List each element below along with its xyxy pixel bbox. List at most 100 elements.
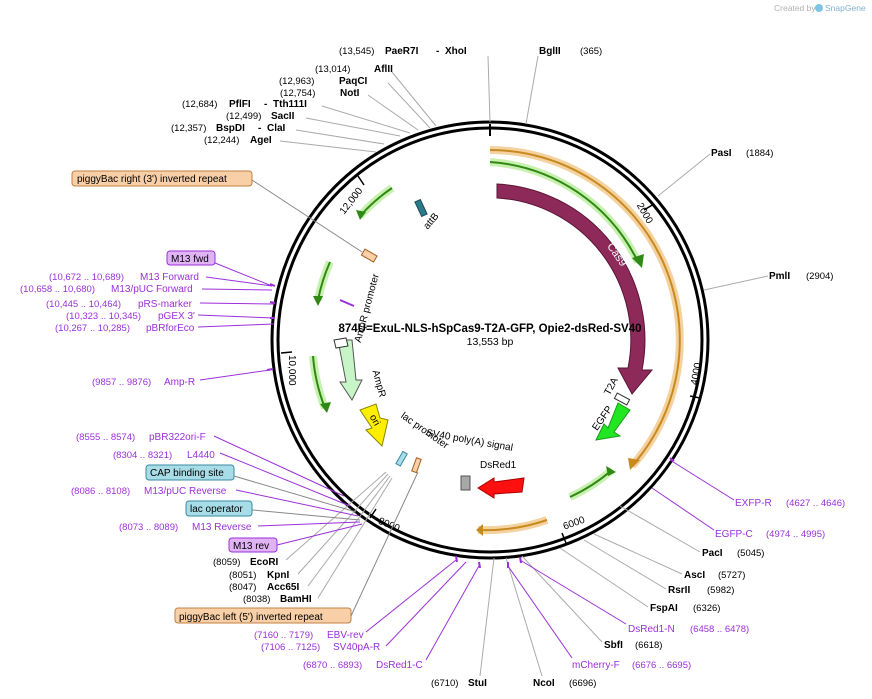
piggybac-left-box[interactable]: piggyBac left (5') inverted repeat [174,471,419,624]
primer-dsred1-c[interactable]: (6870 .. 6893) DsRed1-C [303,563,481,671]
enzyme-ncoi[interactable]: NcoI (6696) [505,557,596,689]
primer-leader-line [365,559,457,633]
enzyme-aflii[interactable]: (13,014) AflII [315,64,437,127]
primer-exfp-r[interactable]: EXFP-R (4627 .. 4646) [669,459,845,509]
enzyme-paci[interactable]: PacI (5045) [619,505,764,559]
primer-prs-marker[interactable]: (10,445 .. 10,464) pRS-marker [46,299,275,310]
primer-mcherry-f[interactable]: mCherry-F (6676 .. 6695) [507,565,691,671]
enzyme-name: PflFI [229,99,251,110]
enzyme-pflfi[interactable]: (12,684) PflFI - Tth111I [182,99,411,134]
enzyme-sbfi[interactable]: SbfI (6618) [521,555,662,651]
site-mark [266,368,274,371]
primer-pbr322ori-f[interactable]: (8555 .. 8574) pBR322ori-F [76,432,345,497]
site-mark [669,457,675,462]
enzyme-separator: - [436,46,439,57]
primer-pbrforeco[interactable]: (10,267 .. 10,285) pBRforEco [55,323,275,334]
ampr-promoter-feature[interactable] [333,337,349,349]
primer-m13-reverse[interactable]: (8073 .. 8089) M13 Reverse [119,521,361,533]
box-leader-line [214,262,273,287]
primer-site-mark [339,299,355,307]
enzyme-pos: (1884) [746,148,773,159]
enzyme-pos: (12,963) [279,76,314,87]
enzyme-agei[interactable]: (12,244) AgeI [204,135,377,153]
feature-orange-arc-bottom-stroke [477,519,548,532]
piggybac-right-box[interactable]: piggyBac right (3') inverted repeat [71,170,363,253]
enzyme-ecori[interactable]: (8059) EcoRI [213,471,387,568]
m13-rev-box[interactable]: M13 rev [228,523,363,553]
enzyme-bspdi[interactable]: (12,357) BspDI - ClaI [171,123,385,145]
lac-operator-box[interactable]: lac operator [185,500,361,521]
feature-orange-arc-right-stroke [489,149,681,467]
cap-site-box[interactable]: CAP binding site [145,464,357,513]
enzyme-bglii[interactable]: BglII (365) [525,46,602,125]
primer-pos: (6458 .. 6478) [690,624,749,635]
enzyme-asci[interactable]: AscI (5727) [593,533,745,581]
primer-m13-forward[interactable]: (10,672 .. 10,689) M13 Forward [49,272,273,287]
enzyme-bamhi[interactable]: (8038) BamHI [243,477,393,605]
ori-feature[interactable] [359,403,389,447]
sv40-polya-feature[interactable] [460,475,471,491]
primer-pos: (7106 .. 7125) [261,642,320,653]
feature-green-arc-lower-left[interactable] [309,355,329,410]
primer-leader-line [213,435,345,497]
plasmid-name: 874U=ExuL-NLS-hSpCas9-T2A-GFP, Opie2-dsR… [338,323,641,335]
primer-sv40pa-r[interactable]: (7106 .. 7125) SV40pA-R [261,561,467,653]
enzyme-leader-line [317,477,393,599]
primer-amp-r[interactable]: (9857 .. 9876) Amp-R [92,369,271,388]
enzyme-paer7i-xhoi[interactable]: (13,545) PaeR7I - XhoI [339,46,491,123]
enzyme-name: PaeR7I [385,46,419,57]
enzyme-paqci[interactable]: (12,963) PaqCI [279,76,431,129]
enzyme-leader-line [559,547,649,608]
primer-l4440[interactable]: (8304 .. 8321) L4440 [113,450,351,507]
enzyme-leader-line [593,533,683,575]
enzyme-leader-line [279,140,377,153]
primer-name: DsRed1-N [628,624,675,635]
enzyme-pos: (6696) [569,678,596,689]
lac-operator-feature[interactable] [395,450,408,467]
enzyme-fspai[interactable]: FspAI (6326) [559,547,720,614]
enzyme-name: SbfI [604,640,623,651]
enzyme-kpni[interactable]: (8051) KpnI [229,473,389,581]
enzyme-name: KpnI [267,570,289,581]
lac-promoter-feature[interactable] [411,457,422,474]
piggybac-right-feature[interactable] [360,248,378,263]
m13-fwd-box[interactable]: M13 fwd [166,250,273,287]
primer-pos: (8086 .. 8108) [71,486,130,497]
enzyme-leader-line [619,505,701,553]
enzyme-name-2: XhoI [445,46,467,57]
branding-product: SnapGene [825,3,866,13]
enzyme-name: AscI [684,570,705,581]
primer-name: Amp-R [164,377,195,388]
enzyme-rsrii[interactable]: RsrII (5982) [583,539,734,596]
primer-egfp-c[interactable]: EGFP-C (4974 .. 4995) [651,487,825,540]
enzyme-noti[interactable]: (12,754) NotI [280,88,419,131]
primer-dsred1-n[interactable]: DsRed1-N (6458 .. 6478) [519,559,749,635]
ampr-label: AmpR [370,369,388,399]
enzyme-acc65i[interactable]: (8047) Acc65I [229,475,391,593]
t2a-feature[interactable] [613,392,631,406]
primer-name: mCherry-F [572,660,620,671]
dsred1-feature[interactable] [477,477,525,499]
enzyme-pos: (12,684) [182,99,217,110]
ampr-feature[interactable] [337,339,363,401]
primer-m13-puc-reverse[interactable]: (8086 .. 8108) M13/pUC Reverse [71,486,359,517]
enzyme-pos: (13,545) [339,46,374,57]
enzyme-pmli[interactable]: PmlI (2904) [703,271,833,291]
primer-leader-line [199,302,275,305]
attb-feature[interactable] [414,198,428,218]
enzyme-stui[interactable]: (6710) StuI [431,557,495,689]
enzyme-pos: (8038) [243,594,270,605]
primer-pgex3[interactable]: (10,323 .. 10,345) pGEX 3' [66,311,275,322]
primer-leader-line [507,565,573,659]
egfp-feature[interactable] [595,402,631,441]
primer-pos: (10,658 .. 10,680) [20,284,95,295]
snapgene-branding[interactable]: Created by SnapGene [774,3,866,13]
primer-ebv-rev[interactable]: (7160 .. 7179) EBV-rev [254,559,457,641]
enzyme-pos: (5982) [707,585,734,596]
enzyme-pos: (12,244) [204,135,239,146]
enzyme-sacii[interactable]: (12,499) SacII [226,111,401,137]
cas9-feature[interactable] [496,183,654,395]
enzyme-pasi[interactable]: PasI (1884) [657,148,773,197]
primer-m13-puc-forward[interactable]: (10,658 .. 10,680) M13/pUC Forward [20,284,273,295]
primer-leader-line [257,521,361,527]
